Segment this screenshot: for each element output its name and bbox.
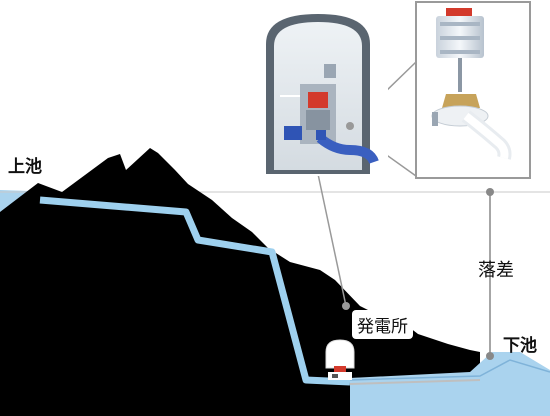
head-label: 落差 [478, 260, 514, 281]
head-bottom-marker [486, 352, 494, 360]
powerhouse-icon [325, 339, 355, 380]
power-station-label: 発電所 [352, 310, 413, 339]
lower-reservoir-label: 下池 [503, 336, 537, 356]
penstock [39, 196, 351, 386]
lower-reservoir-water [350, 352, 550, 416]
tailrace-line [349, 379, 481, 385]
lower-reservoir-surface [349, 359, 550, 381]
head-top-marker [486, 188, 494, 196]
mountain-silhouette [0, 148, 480, 416]
upper-reservoir-label: 上池 [8, 157, 42, 177]
cavern-cutaway-image [248, 4, 388, 176]
leader-line-cavern [317, 173, 347, 307]
turbine-generator-image [415, 1, 531, 179]
leader-end-cavern [342, 302, 350, 310]
